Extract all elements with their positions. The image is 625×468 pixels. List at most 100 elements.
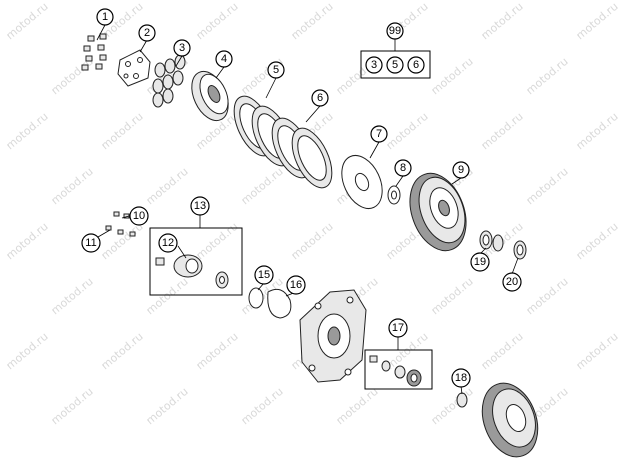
watermark-text: motod.ru [479, 110, 526, 152]
watermark-text: motod.ru [429, 55, 476, 97]
watermark-text: motod.ru [4, 110, 51, 152]
callout-18: 18 [451, 368, 471, 388]
watermark-text: motod.ru [334, 385, 381, 427]
watermark-text: motod.ru [574, 330, 621, 372]
svg-text:6: 6 [317, 92, 323, 104]
part-12-slave-cylinder [155, 254, 229, 289]
watermark-text: motod.ru [194, 330, 241, 372]
svg-text:2: 2 [144, 27, 150, 39]
spring-coil [162, 88, 174, 104]
callout-1: 1 [96, 8, 114, 26]
callout-9: 9 [452, 161, 470, 179]
svg-text:9: 9 [458, 164, 464, 176]
part-1-bolts [81, 33, 107, 71]
callout-10: 10 [129, 206, 149, 226]
svg-text:13: 13 [194, 200, 206, 212]
svg-text:8: 8 [400, 162, 406, 174]
primary-gear [481, 382, 539, 458]
callout-2: 2 [138, 24, 156, 42]
callout-11: 11 [81, 233, 101, 253]
svg-text:10: 10 [133, 210, 145, 222]
callout-13: 13 [190, 196, 210, 216]
callout-3: 3 [173, 39, 191, 57]
callout-5: 5 [267, 61, 285, 79]
svg-text:16: 16 [290, 279, 302, 291]
svg-text:99: 99 [389, 25, 401, 37]
watermark-text: motod.ru [194, 0, 241, 42]
part-8-washer [387, 185, 401, 205]
svg-text:5: 5 [273, 64, 279, 76]
kit-99-item-3: 3 [365, 56, 383, 74]
part-10-11-small-bolts [105, 211, 136, 237]
part-19-bushing [479, 230, 504, 252]
kit-99-item-5: 5 [386, 56, 404, 74]
spring-coil [152, 92, 164, 108]
svg-text:5: 5 [392, 59, 398, 71]
svg-text:6: 6 [413, 59, 419, 71]
watermark-text: motod.ru [144, 275, 191, 317]
watermark-text: motod.ru [239, 385, 286, 427]
svg-text:3: 3 [371, 59, 377, 71]
spring-coil [174, 54, 186, 70]
watermark-text: motod.ru [524, 275, 571, 317]
spring-coil [172, 70, 184, 86]
part-15-oring [248, 287, 264, 309]
spring-coil [154, 62, 166, 78]
callout-17: 17 [388, 318, 408, 338]
clutch-cover [299, 289, 367, 383]
watermark-text: motod.ru [99, 330, 146, 372]
watermark-text: motod.ru [49, 165, 96, 207]
watermark-text: motod.ru [49, 385, 96, 427]
callout-15: 15 [254, 265, 274, 285]
watermark-text: motod.ru [524, 55, 571, 97]
watermark-text: motod.ru [49, 275, 96, 317]
part-6-steel-discs [271, 117, 333, 189]
svg-text:11: 11 [85, 237, 96, 249]
callout-4: 4 [215, 50, 233, 68]
callout-16: 16 [286, 275, 306, 295]
svg-text:15: 15 [258, 269, 270, 281]
watermark-text: motod.ru [144, 385, 191, 427]
svg-text:20: 20 [506, 276, 518, 288]
svg-text:7: 7 [376, 128, 382, 140]
callout-20: 20 [502, 272, 522, 292]
watermark-text: motod.ru [574, 110, 621, 152]
watermark-text: motod.ru [479, 0, 526, 42]
kit-99-item-6: 6 [407, 56, 425, 74]
part-20-washer [513, 240, 527, 260]
spring-coil [162, 74, 174, 90]
svg-text:18: 18 [455, 372, 467, 384]
watermark-text: motod.ru [4, 220, 51, 262]
assembly-17-box [364, 349, 433, 390]
kit-99-box [360, 39, 431, 79]
watermark-text: motod.ru [99, 110, 146, 152]
svg-text:1: 1 [102, 11, 108, 23]
svg-text:3: 3 [179, 42, 185, 54]
watermark-text: motod.ru [239, 165, 286, 207]
callout-19: 19 [470, 252, 490, 272]
callout-99: 99 [386, 22, 404, 40]
part-9-clutch-basket [409, 172, 467, 252]
svg-text:4: 4 [221, 53, 227, 65]
watermark-text: motod.ru [574, 0, 621, 42]
callout-7: 7 [370, 125, 388, 143]
spring-coil [164, 58, 176, 74]
watermark-text: motod.ru [479, 330, 526, 372]
callout-8: 8 [394, 159, 412, 177]
watermark-text: motod.ru [574, 220, 621, 262]
part-3-clutch-springs [152, 54, 186, 108]
assembly-13-box [149, 227, 243, 296]
part-7-thrust-plate [341, 155, 383, 209]
part-2-pressure-plate [117, 49, 151, 87]
watermark-text: motod.ru [384, 110, 431, 152]
part-18-washer [456, 392, 468, 408]
callout-12: 12 [158, 233, 178, 253]
watermark-text: motod.ru [289, 220, 336, 262]
svg-text:12: 12 [162, 237, 174, 249]
watermark-text: motod.ru [144, 165, 191, 207]
callout-6: 6 [311, 89, 329, 107]
spring-coil [152, 78, 164, 94]
watermark-text: motod.ru [429, 385, 476, 427]
